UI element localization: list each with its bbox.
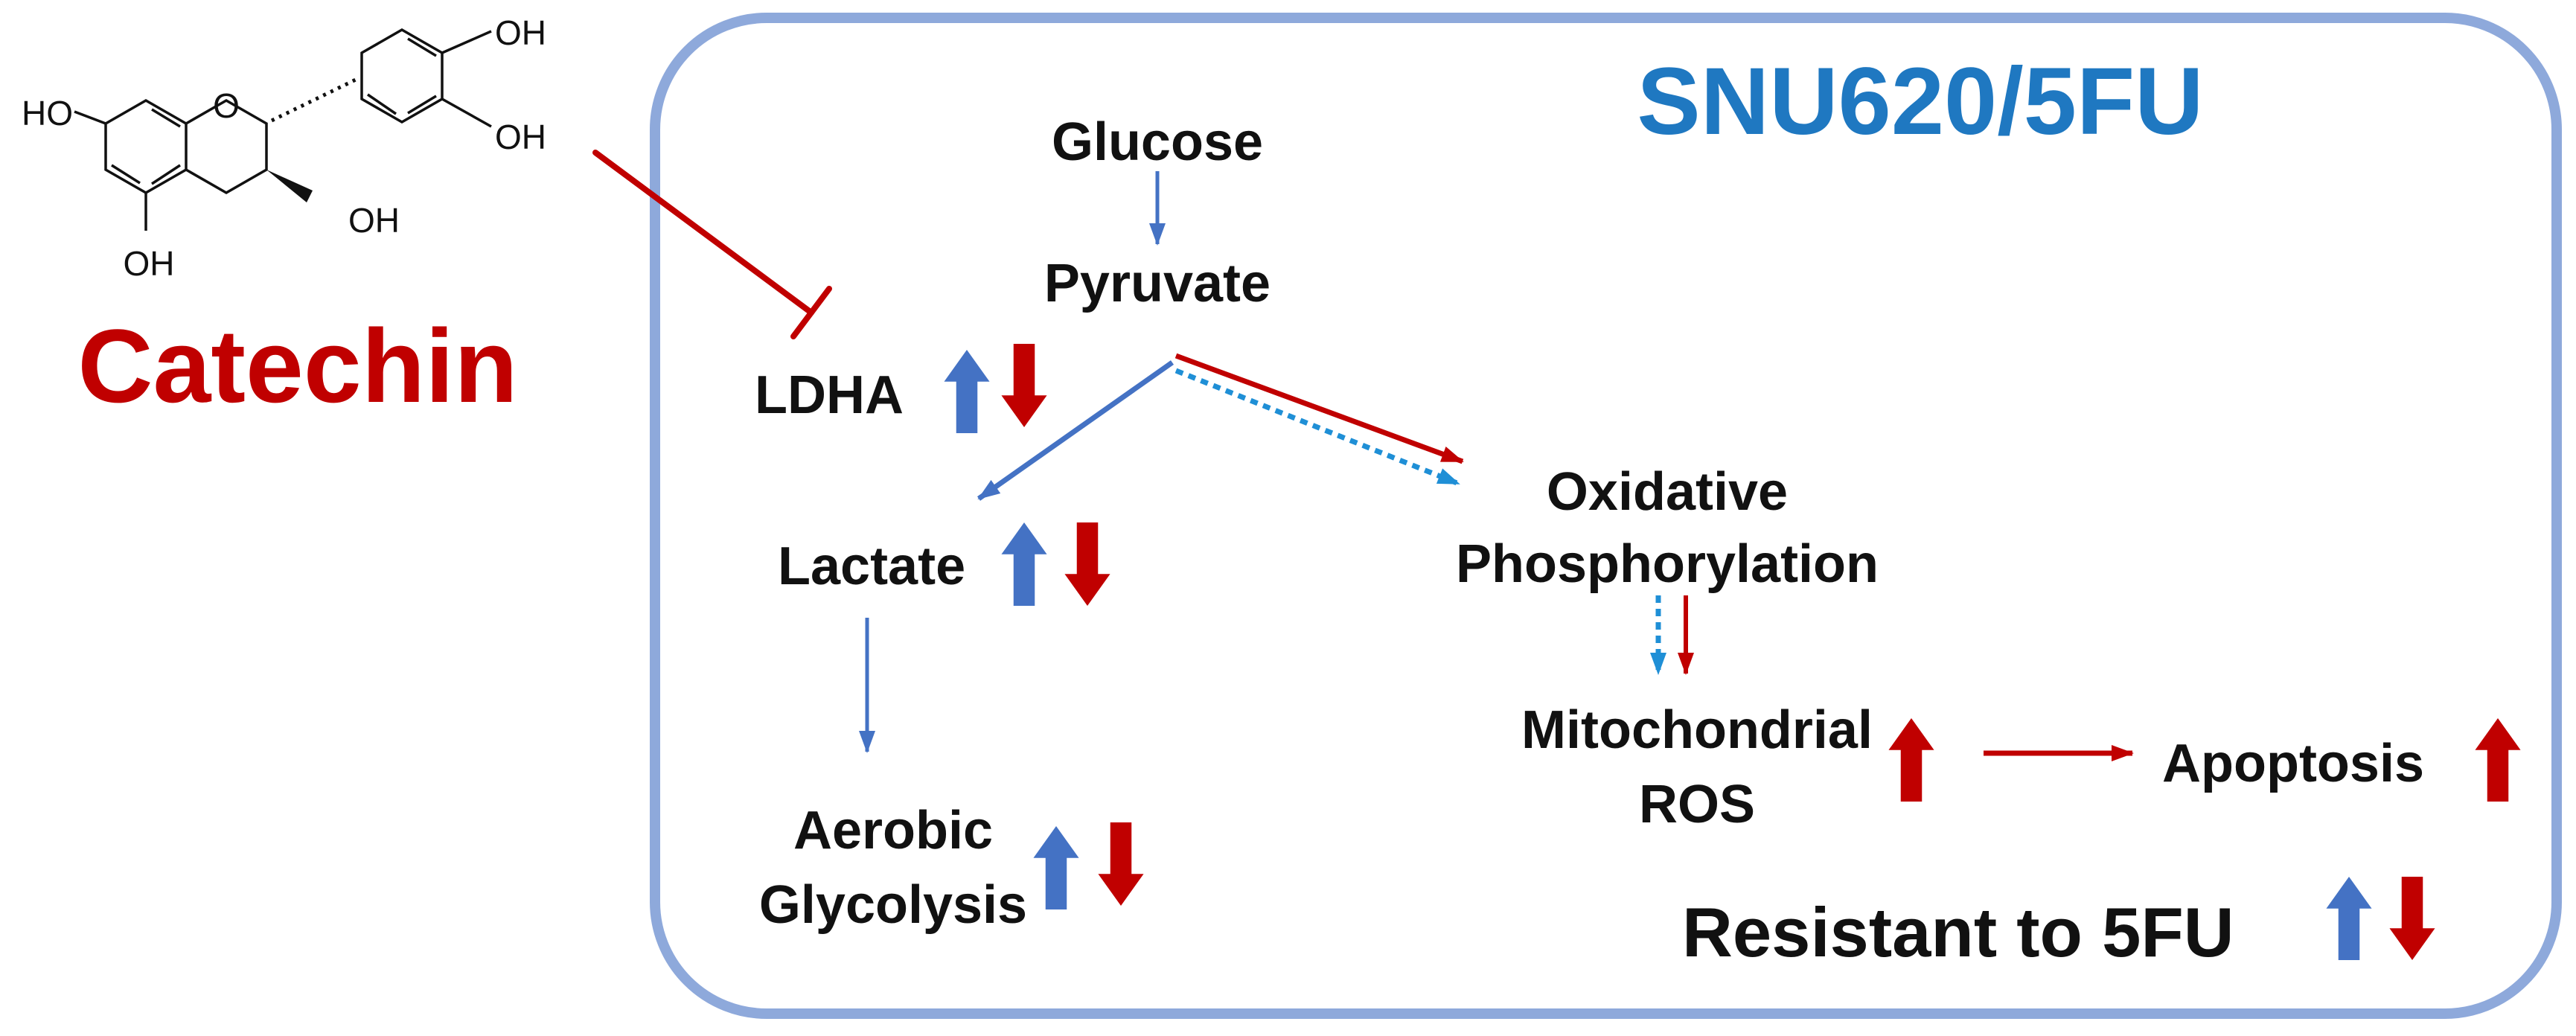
node-ldha: LDHA (755, 365, 904, 425)
atom-o-ring: O (213, 86, 240, 125)
inhibition-arrow (592, 150, 832, 339)
arrow-pyruvate-oxphos-red (1174, 353, 1464, 464)
atom-oh-4prime: OH (495, 13, 546, 52)
node-apoptosis: Apoptosis (2162, 734, 2424, 793)
resistant-down-icon (2389, 877, 2435, 960)
arrow-pyruvate-lactate (977, 360, 1174, 501)
catechin-atoms: O HO OH OH OH OH (22, 13, 546, 283)
cell-title: SNU620/5FU (1637, 48, 2203, 155)
node-lactate: Lactate (778, 537, 965, 596)
node-resistant: Resistant to 5FU (1682, 893, 2234, 971)
node-mito-line1: Mitochondrial (1521, 700, 1873, 760)
atom-ho-7: HO (22, 94, 73, 132)
node-oxphos-line2: Phosphorylation (1456, 534, 1879, 594)
node-glucose: Glucose (1052, 112, 1263, 172)
aerobic-down-icon (1098, 822, 1144, 906)
ring-a (104, 98, 188, 195)
ring-b (360, 28, 444, 124)
cell-frame (650, 13, 2562, 1019)
node-oxphos-line1: Oxidative (1547, 462, 1788, 522)
node-mito-line2: ROS (1639, 775, 1755, 834)
ros-up-icon (1888, 718, 1934, 802)
resistant-up-icon (2326, 877, 2372, 960)
atom-oh-3: OH (348, 201, 400, 240)
aerobic-up-icon (1033, 826, 1079, 909)
drug-name: Catechin (77, 307, 517, 424)
lactate-up-icon (1001, 522, 1047, 606)
node-pyruvate: Pyruvate (1044, 254, 1271, 313)
apoptosis-up-icon (2475, 718, 2521, 802)
arrow-pyruvate-oxphos-dotted (1174, 368, 1460, 487)
atom-oh-5: OH (124, 244, 175, 283)
ldha-up-icon (944, 350, 990, 433)
node-aerobic-line1: Aerobic (793, 801, 993, 860)
node-aerobic-line2: Glycolysis (759, 875, 1027, 935)
catechin-structure (74, 28, 492, 231)
lactate-down-icon (1064, 522, 1110, 606)
atom-oh-3prime: OH (495, 118, 546, 156)
ldha-down-icon (1001, 344, 1047, 427)
